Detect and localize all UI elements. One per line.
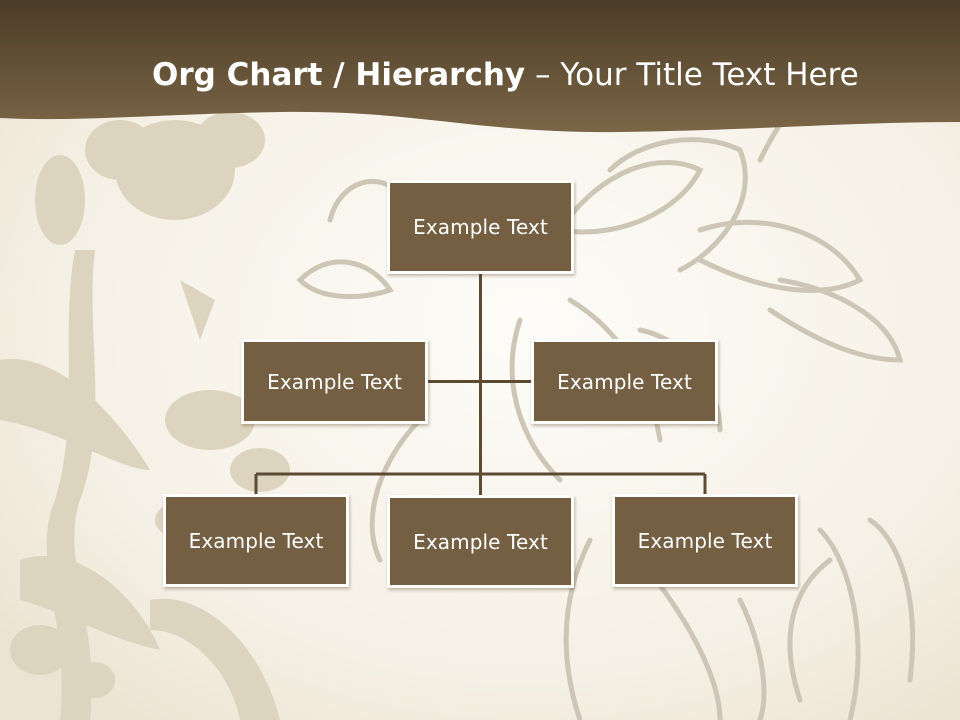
header-band [0, 0, 960, 133]
org-node-child-right[interactable]: Example Text [612, 494, 798, 587]
slide-title: Org Chart / Hierarchy – Your Title Text … [152, 52, 942, 102]
title-bold-part: Org Chart / Hierarchy [152, 57, 526, 93]
org-node-root[interactable]: Example Text [387, 180, 574, 274]
org-node-assistant-right[interactable]: Example Text [531, 339, 718, 424]
org-node-assistant-left[interactable]: Example Text [241, 339, 428, 424]
title-light-part: Your Title Text Here [560, 57, 859, 93]
title-separator: – [525, 57, 561, 93]
left-floral-silhouette [0, 112, 290, 720]
org-node-child-left[interactable]: Example Text [163, 494, 349, 587]
org-node-child-middle[interactable]: Example Text [387, 495, 574, 588]
